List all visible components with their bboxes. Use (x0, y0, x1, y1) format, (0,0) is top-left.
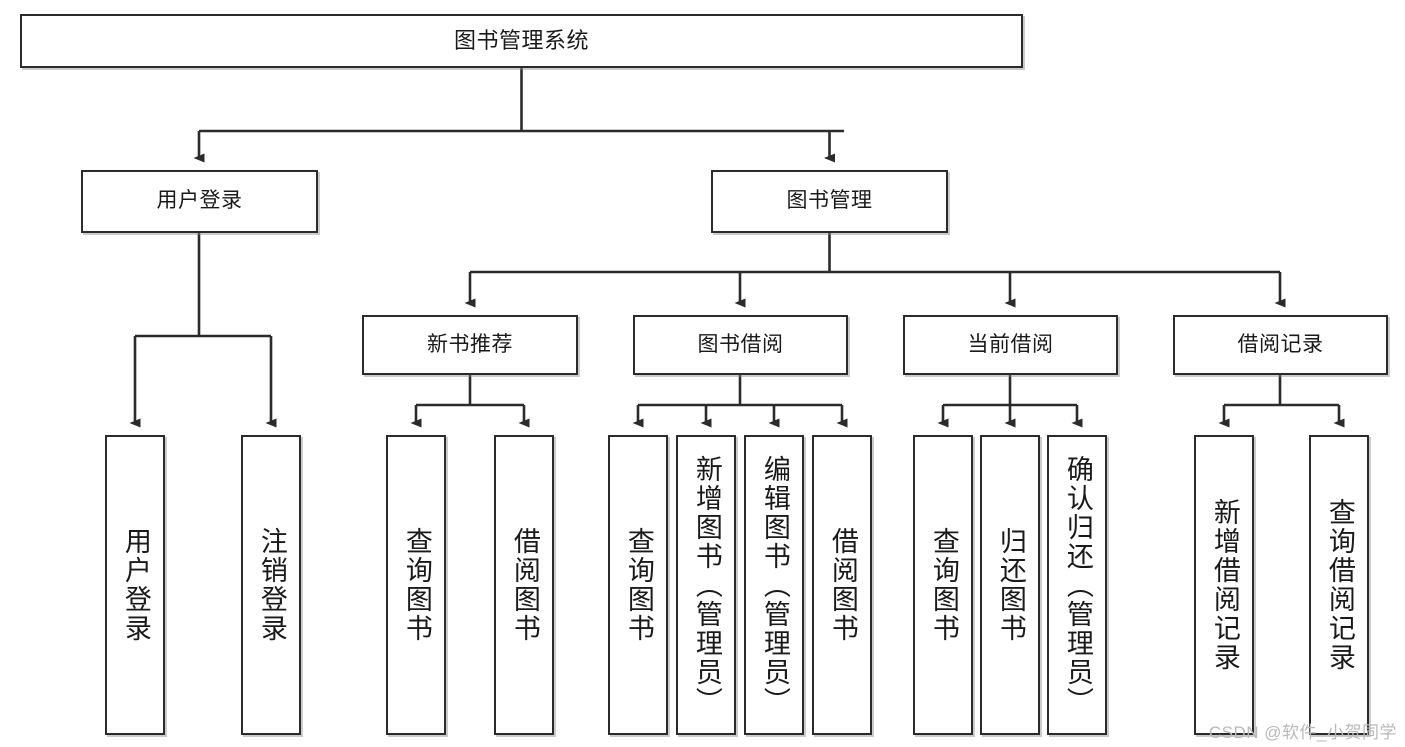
node-label: 查询图书 (928, 527, 959, 643)
node-label: 查询图书 (401, 527, 432, 643)
leaf-borrow-edit-book-admin[interactable]: 编辑图书（管理员） (744, 435, 804, 735)
leaf-user-login[interactable]: 用户登录 (105, 435, 165, 735)
node-label: 新增图书（管理员） (691, 454, 722, 716)
node-label: 用户登录 (120, 527, 151, 643)
node-root-system[interactable]: 图书管理系统 (20, 14, 1023, 68)
csdn-watermark: CSDN @软件_小贺同学 (1208, 723, 1397, 742)
leaf-user-logout[interactable]: 注销登录 (241, 435, 301, 735)
node-label: 图书管理 (786, 189, 873, 213)
node-book-borrow[interactable]: 图书借阅 (633, 315, 848, 375)
node-label: 用户登录 (156, 189, 243, 213)
leaf-record-query-record[interactable]: 查询借阅记录 (1309, 435, 1369, 735)
node-label: 图书管理系统 (453, 28, 589, 54)
node-label: 确认归还（管理员） (1062, 454, 1093, 716)
node-label: 借阅图书 (509, 527, 540, 643)
node-user-login[interactable]: 用户登录 (81, 170, 318, 233)
leaf-borrow-query-book[interactable]: 查询图书 (608, 435, 668, 735)
node-label: 新书推荐 (427, 332, 513, 356)
node-label: 注销登录 (256, 527, 287, 643)
leaf-current-confirm-return-admin[interactable]: 确认归还（管理员） (1047, 435, 1107, 735)
leaf-current-return-book[interactable]: 归还图书 (980, 435, 1040, 735)
node-label: 新增借阅记录 (1209, 498, 1240, 672)
node-label: 编辑图书（管理员） (759, 454, 790, 716)
node-label: 查询借阅记录 (1324, 498, 1355, 672)
node-label: 当前借阅 (967, 332, 1054, 356)
leaf-recommend-borrow-book[interactable]: 借阅图书 (494, 435, 554, 735)
leaf-current-query-book[interactable]: 查询图书 (913, 435, 973, 735)
leaf-recommend-query-book[interactable]: 查询图书 (386, 435, 446, 735)
node-new-book-recommend[interactable]: 新书推荐 (362, 315, 578, 375)
node-label: 归还图书 (995, 527, 1026, 643)
leaf-borrow-add-book-admin[interactable]: 新增图书（管理员） (676, 435, 736, 735)
node-label: 查询图书 (623, 527, 654, 643)
node-borrow-record[interactable]: 借阅记录 (1173, 315, 1388, 375)
node-label: 借阅记录 (1237, 332, 1324, 356)
node-label: 图书借阅 (697, 332, 784, 356)
node-book-management[interactable]: 图书管理 (711, 170, 948, 233)
leaf-record-add-record[interactable]: 新增借阅记录 (1194, 435, 1254, 735)
node-label: 借阅图书 (827, 527, 858, 643)
leaf-borrow-borrow-book[interactable]: 借阅图书 (812, 435, 872, 735)
node-current-borrow[interactable]: 当前借阅 (903, 315, 1118, 375)
